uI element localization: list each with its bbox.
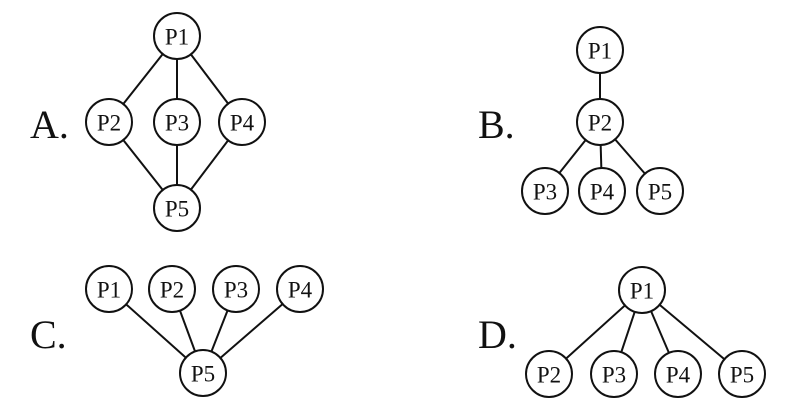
node-circle [576,26,624,74]
option-c-label: C. [30,312,67,357]
node-circle [521,167,569,215]
option-b-node-p2: P2 [576,98,624,146]
option-d-node-p5: P5 [718,350,766,398]
option-a-node-p4: P4 [218,98,266,146]
node-circle [654,350,702,398]
option-a-node-p5: P5 [153,184,201,232]
letters-layer: A. B. C. D. [30,102,517,357]
node-circle [218,98,266,146]
option-b-node-p1: P1 [576,26,624,74]
node-circle [153,184,201,232]
node-label: P5 [191,362,215,387]
node-circle [636,167,684,215]
node-label: P2 [160,278,184,303]
option-d-node-p1: P1 [618,266,666,314]
node-label: P1 [165,25,189,50]
option-c-node-p2: P2 [148,265,196,313]
node-label: P3 [165,111,189,136]
option-b-node-p3: P3 [521,167,569,215]
node-label: P1 [97,278,121,303]
node-circle [590,350,638,398]
node-circle [153,98,201,146]
node-circle [212,265,260,313]
option-b-label: B. [478,102,515,147]
node-label: P5 [730,363,754,388]
node-label: P2 [97,111,121,136]
node-circle [618,266,666,314]
node-circle [578,167,626,215]
option-c-node-p1: P1 [85,265,133,313]
node-label: P3 [533,180,557,205]
option-a-node-p1: P1 [153,12,201,60]
node-label: P4 [288,278,313,303]
option-c-node-p4: P4 [276,265,324,313]
option-d-label: D. [478,312,517,357]
node-label: P4 [590,180,615,205]
node-label: P4 [230,111,255,136]
option-d-node-p4: P4 [654,350,702,398]
node-circle [85,265,133,313]
option-b-node-p5: P5 [636,167,684,215]
option-d-node-p3: P3 [590,350,638,398]
node-label: P1 [588,39,612,64]
node-label: P2 [588,111,612,136]
option-c-node-p5: P5 [179,349,227,397]
option-c-node-p3: P3 [212,265,260,313]
node-label: P5 [648,180,672,205]
node-circle [85,98,133,146]
node-circle [153,12,201,60]
option-a-node-p2: P2 [85,98,133,146]
node-label: P3 [602,363,626,388]
option-a-label: A. [30,102,69,147]
node-label: P4 [666,363,691,388]
node-label: P1 [630,279,654,304]
node-circle [179,349,227,397]
node-circle [148,265,196,313]
node-circle [718,350,766,398]
node-circle [525,350,573,398]
node-label: P5 [165,197,189,222]
node-circle [276,265,324,313]
node-label: P3 [224,278,248,303]
node-circle [576,98,624,146]
option-a-node-p3: P3 [153,98,201,146]
option-b-node-p4: P4 [578,167,626,215]
node-label: P2 [537,363,561,388]
option-d-node-p2: P2 [525,350,573,398]
